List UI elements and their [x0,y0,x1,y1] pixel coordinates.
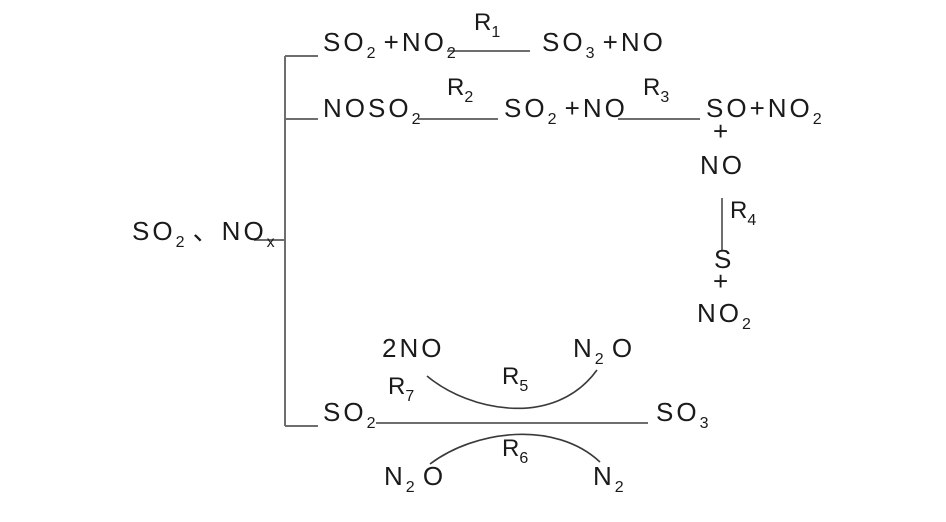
reaction-3-plus: + [713,116,731,146]
main-reactant: SO2 [323,397,384,432]
reaction-4-plus: + [713,266,731,296]
reaction-2-reactant: NOSO2 [323,93,429,128]
reaction-4-product-bottom: NO2 [697,298,759,333]
reaction-3-rate: R3 [643,74,671,106]
main-product: SO3 [656,397,717,432]
reaction-2-rate: R2 [447,74,475,106]
r7-rate: R7 [388,373,416,405]
r6-rate: R6 [502,435,530,467]
reaction-3-extra: NO [700,150,745,180]
lower-right-species: N2 [593,461,632,496]
reaction-1-products: SO3 +NO [542,27,666,62]
reaction-3-products: SO+NO2 [706,93,830,128]
upper-left-species: 2NO [382,333,444,363]
upper-right-species: N2 O [573,333,635,368]
reaction-1-rate: R1 [474,9,502,41]
r5-curve [426,369,598,410]
reaction-4-product-top: S [714,244,734,274]
reaction-2-products: SO2 +NO [504,93,628,128]
r6-curve [429,433,601,465]
r5-rate: R5 [502,363,530,395]
reaction-1-reactants: SO2 +NO2 [323,27,464,62]
reaction-4-rate: R4 [730,197,758,229]
source-formula: SO2 、NOx [132,216,283,251]
lower-left-species: N2 O [384,461,446,496]
